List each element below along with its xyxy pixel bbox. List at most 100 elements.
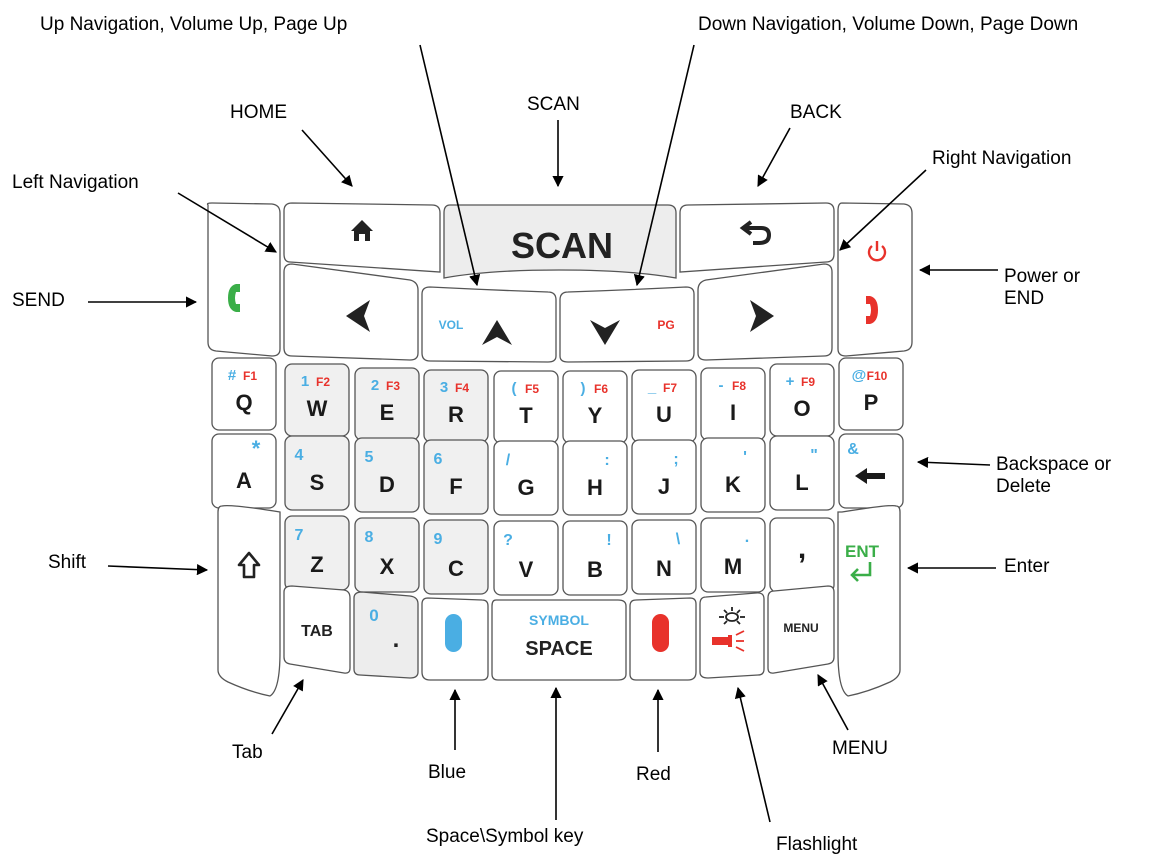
key-j[interactable] <box>631 439 697 515</box>
back-arrow-icon <box>739 220 772 245</box>
key-main-legend: J <box>658 474 670 499</box>
phone-green-icon <box>228 284 240 312</box>
key-tab[interactable] <box>283 585 351 674</box>
key-down-navigation[interactable] <box>559 286 695 363</box>
key-red-legend: F9 <box>801 375 815 389</box>
key-red-legend: F4 <box>455 381 469 395</box>
key-x[interactable] <box>354 517 420 593</box>
key-s[interactable] <box>284 435 350 511</box>
key-main-legend: O <box>793 396 810 421</box>
key-send[interactable] <box>206 202 281 357</box>
key-main-legend: S <box>310 470 325 495</box>
key-c[interactable] <box>423 519 489 595</box>
key-main-legend: P <box>864 390 879 415</box>
key-f[interactable] <box>423 439 489 515</box>
key-blue-legend: : <box>604 452 609 469</box>
callout-space-symbol: Space\Symbol key <box>426 826 584 847</box>
key-m[interactable] <box>700 517 766 593</box>
key-q[interactable] <box>211 357 277 431</box>
key-scan[interactable] <box>443 204 677 279</box>
key-p[interactable] <box>838 357 904 431</box>
key-v[interactable] <box>493 520 559 596</box>
callout-right-navigation: Right Navigation <box>932 148 1072 169</box>
key-main-legend: Z <box>310 552 323 577</box>
key-main-legend: I <box>730 400 736 425</box>
key-red-legend: F7 <box>663 381 677 395</box>
key-l[interactable] <box>769 435 835 511</box>
key-k[interactable] <box>700 437 766 513</box>
key-red-legend: F3 <box>386 379 400 393</box>
key-red-legend: F6 <box>594 382 608 396</box>
key-main-legend: X <box>380 554 395 579</box>
key-blue-legend: 1 <box>301 373 309 390</box>
callout-back: BACK <box>790 102 842 123</box>
key-main-legend: V <box>519 557 534 582</box>
callout-power-line2: END <box>1004 288 1045 309</box>
backspace-arrow-icon <box>855 468 885 484</box>
key-blue-legend: + <box>786 373 795 390</box>
key-h[interactable] <box>562 440 628 516</box>
period-label: . <box>393 626 400 653</box>
key-blue-legend: 7 <box>295 527 304 544</box>
callout-arrows <box>88 44 998 823</box>
key-g[interactable] <box>493 440 559 516</box>
flashlight-icon <box>712 630 745 652</box>
key-shift[interactable] <box>217 504 281 697</box>
callout-up-navigation: Up Navigation, Volume Up, Page Up <box>40 14 348 35</box>
key-main-legend: C <box>448 556 464 581</box>
key-blue-legend: " <box>810 447 818 464</box>
callout-backspace-line2: Delete <box>996 476 1051 497</box>
key-blue-legend: \ <box>676 531 681 548</box>
scan-key-label: SCAN <box>511 225 613 266</box>
key-blue-legend: / <box>506 452 511 469</box>
key-home[interactable] <box>283 202 441 273</box>
key-up-navigation[interactable] <box>421 286 557 363</box>
key-blue-legend: * <box>252 436 261 461</box>
key-main-legend: K <box>725 472 741 497</box>
shift-arrow-icon <box>237 551 261 579</box>
callout-home: HOME <box>230 102 287 123</box>
key-space-symbol[interactable] <box>491 599 627 681</box>
key-main-legend: N <box>656 556 672 581</box>
space-label: SPACE <box>525 638 592 660</box>
key-enter[interactable] <box>837 504 901 697</box>
key-blue-legend: ) <box>581 380 586 397</box>
key-main-legend: U <box>656 402 672 427</box>
key-blue-legend: 3 <box>440 379 448 396</box>
callout-red: Red <box>636 764 671 785</box>
vol-label: VOL <box>439 318 464 332</box>
pg-label: PG <box>657 318 674 332</box>
key-main-legend: A <box>236 468 252 493</box>
callout-enter: Enter <box>1004 556 1050 577</box>
key-menu[interactable] <box>767 585 835 674</box>
home-icon <box>351 220 373 241</box>
key-main-legend: D <box>379 472 395 497</box>
key-blue-legend: ; <box>673 451 678 468</box>
key-main-legend: T <box>519 403 533 428</box>
callout-left-navigation: Left Navigation <box>12 172 139 193</box>
key-d[interactable] <box>354 437 420 513</box>
key-left-navigation[interactable] <box>283 263 419 361</box>
key-power-end[interactable] <box>837 202 913 357</box>
key-blue-legend: # <box>228 367 237 384</box>
key-n[interactable] <box>631 519 697 595</box>
chevron-down-icon <box>590 320 620 345</box>
menu-key-label: MENU <box>783 621 818 635</box>
callout-menu: MENU <box>832 738 888 759</box>
key-red-legend: F10 <box>867 369 888 383</box>
callout-shift: Shift <box>48 552 87 573</box>
power-icon <box>867 241 887 262</box>
enter-arrow-icon <box>850 562 872 582</box>
callout-power-line1: Power or <box>1004 266 1081 287</box>
key-blue-legend: 4 <box>295 447 304 464</box>
key-main-legend: B <box>587 557 603 582</box>
key-blue-legend: 9 <box>434 531 443 548</box>
callout-tab: Tab <box>232 742 263 763</box>
key-back[interactable] <box>679 202 835 273</box>
symbol-label: SYMBOL <box>529 612 589 628</box>
key-blue-legend: _ <box>647 379 657 396</box>
key-zero-period[interactable] <box>353 591 419 679</box>
phone-red-icon <box>866 296 878 324</box>
key-b[interactable] <box>562 520 628 596</box>
